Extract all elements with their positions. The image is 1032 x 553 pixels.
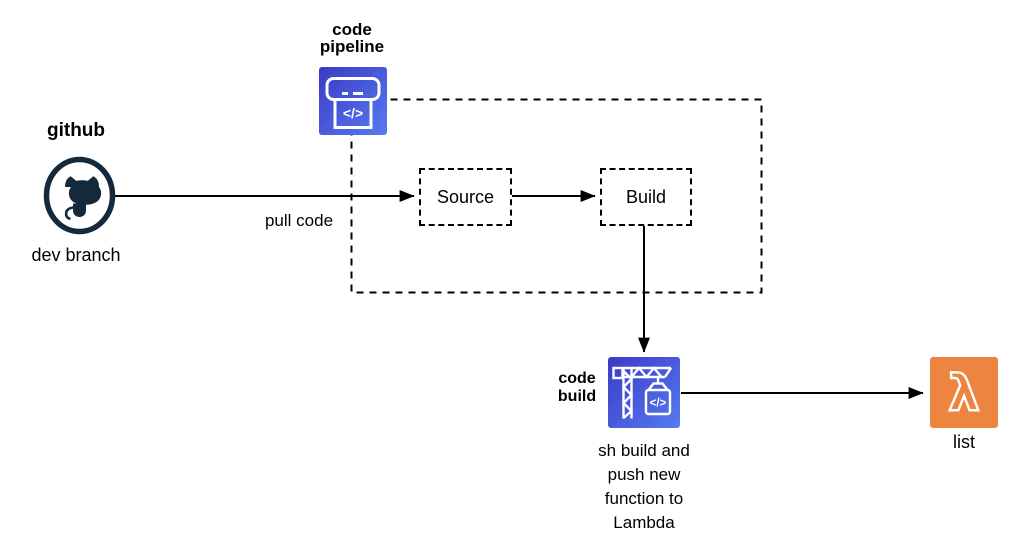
stage-box-build[interactable]: Build bbox=[600, 168, 692, 226]
codebuild-label-line1: code bbox=[558, 370, 596, 387]
codebuild-icon-glyph: </> bbox=[650, 398, 667, 410]
codebuild-caption: sh build and push new function to Lambda bbox=[598, 441, 690, 532]
edge-label-pull-code: pull code bbox=[264, 211, 334, 230]
codepipeline-label: code pipeline bbox=[300, 21, 404, 55]
codebuild-icon[interactable]: </> bbox=[608, 357, 680, 428]
codebuild-label-line2: build bbox=[557, 388, 597, 405]
stage-box-source[interactable]: Source bbox=[419, 168, 512, 226]
github-subtitle: dev branch bbox=[31, 245, 121, 265]
stage-source-label: Source bbox=[436, 186, 495, 207]
lambda-icon[interactable]: λ bbox=[930, 357, 998, 428]
stage-build-label: Build bbox=[625, 186, 667, 207]
github-icon[interactable] bbox=[42, 156, 117, 236]
codepipeline-label-line2: pipeline bbox=[319, 37, 385, 56]
lambda-label: list bbox=[953, 432, 975, 452]
codebuild-label: code build bbox=[551, 370, 603, 406]
lambda-icon-glyph: λ bbox=[948, 364, 980, 422]
github-title: github bbox=[46, 120, 106, 141]
codepipeline-label-line1: code bbox=[332, 20, 372, 39]
codepipeline-icon[interactable]: </> bbox=[319, 67, 387, 135]
codepipeline-icon-glyph: </> bbox=[343, 105, 363, 121]
